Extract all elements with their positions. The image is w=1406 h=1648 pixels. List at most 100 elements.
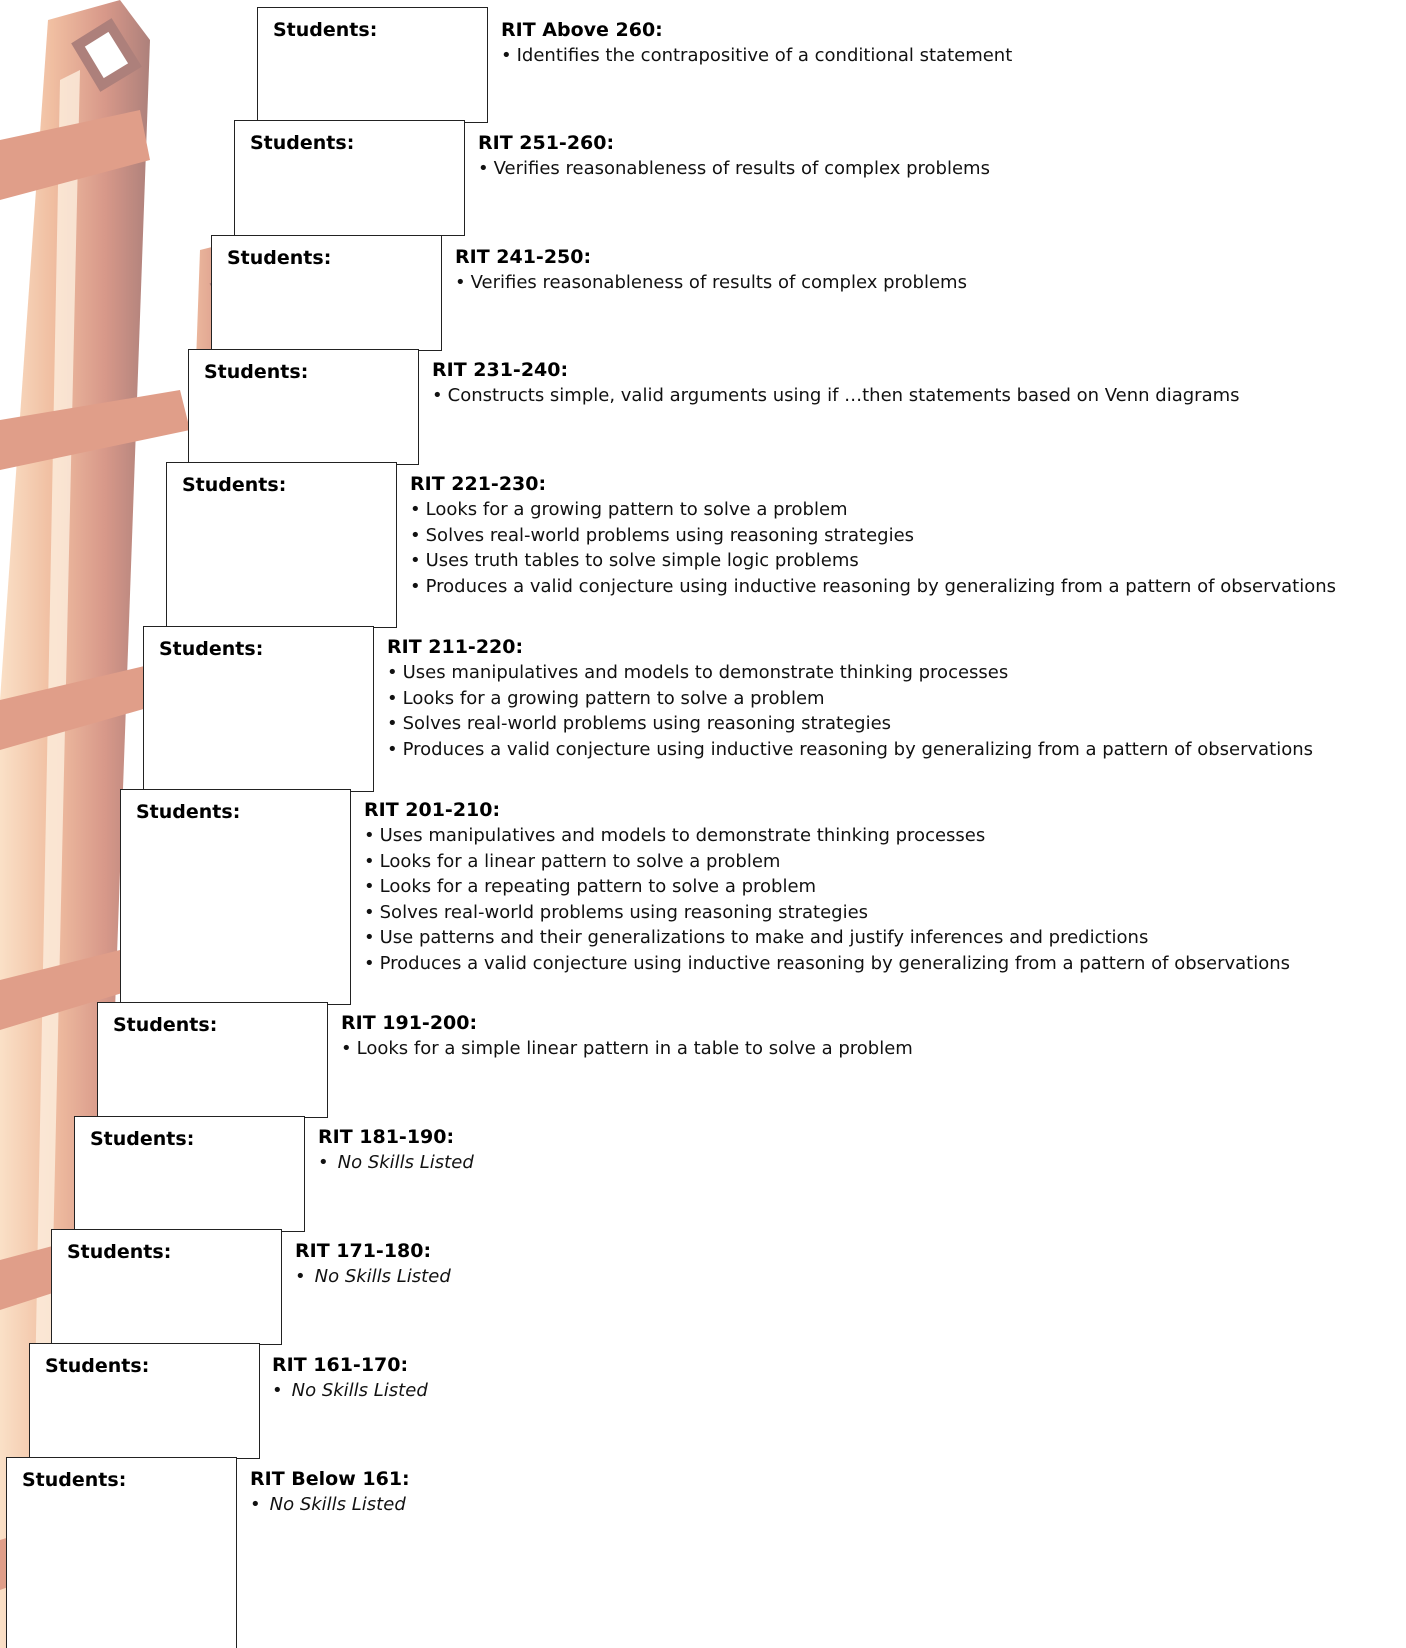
skill-text: Solves real-world problems using reasoni… bbox=[379, 901, 869, 923]
student-box: Students: bbox=[143, 626, 374, 792]
skill-text: Solves real-world problems using reasoni… bbox=[425, 524, 915, 546]
skill-list: •Uses manipulatives and models to demons… bbox=[364, 823, 1290, 977]
skill-item: •Solves real-world problems using reason… bbox=[387, 711, 1313, 737]
bullet-icon: • bbox=[318, 1152, 329, 1173]
skill-list: • No Skills Listed bbox=[318, 1150, 474, 1176]
skill-item: •Looks for a growing pattern to solve a … bbox=[410, 497, 1336, 523]
skill-list: •No Skills Listed bbox=[250, 1492, 410, 1518]
bullet-icon: • bbox=[501, 45, 512, 66]
student-box: Students: bbox=[97, 1002, 328, 1118]
rit-range-heading: RIT 181-190: bbox=[318, 1126, 455, 1148]
student-box: Students: bbox=[166, 462, 397, 628]
skill-text: Solves real-world problems using reasoni… bbox=[402, 713, 892, 735]
skill-text: Use patterns and their generalizations t… bbox=[379, 927, 1149, 949]
student-box: Students: bbox=[234, 120, 465, 236]
bullet-icon: • bbox=[250, 1494, 261, 1515]
students-label: Students: bbox=[250, 132, 355, 154]
bullet-icon: • bbox=[387, 687, 398, 709]
rit-skill-block: RIT Above 260:•Identifies the contraposi… bbox=[501, 18, 1012, 69]
student-box: Students: bbox=[257, 7, 488, 123]
students-label: Students: bbox=[182, 474, 287, 496]
rit-skill-block: RIT 191-200:•Looks for a simple linear p… bbox=[341, 1011, 913, 1062]
skill-text: Verifies reasonableness of results of co… bbox=[493, 158, 990, 179]
bullet-icon: • bbox=[432, 385, 443, 406]
rit-range-heading: RIT 231-240: bbox=[432, 359, 569, 381]
bullet-icon: • bbox=[295, 1266, 306, 1287]
skill-text: Looks for a growing pattern to solve a p… bbox=[425, 499, 848, 520]
rit-skill-block: RIT 241-250:•Verifies reasonableness of … bbox=[455, 245, 967, 296]
bullet-icon: • bbox=[410, 499, 421, 520]
student-box: Students: bbox=[51, 1229, 282, 1345]
bullet-icon: • bbox=[410, 524, 421, 546]
skill-list: • No Skills Listed bbox=[295, 1264, 451, 1290]
students-label: Students: bbox=[227, 247, 332, 269]
skill-item: •Uses manipulatives and models to demons… bbox=[364, 823, 1290, 849]
bullet-icon: • bbox=[387, 738, 398, 760]
rit-range-heading: RIT 211-220: bbox=[387, 636, 524, 658]
skill-item: •Uses truth tables to solve simple logic… bbox=[410, 548, 1336, 574]
skill-list: •Looks for a growing pattern to solve a … bbox=[410, 497, 1336, 599]
skill-text: No Skills Listed bbox=[337, 1152, 474, 1173]
students-label: Students: bbox=[45, 1355, 150, 1377]
bullet-icon: • bbox=[364, 927, 375, 949]
students-label: Students: bbox=[113, 1014, 218, 1036]
bullet-icon: • bbox=[478, 158, 489, 179]
rit-skill-block: RIT 211-220:•Uses manipulatives and mode… bbox=[387, 635, 1313, 762]
skill-item: •Verifies reasonableness of results of c… bbox=[478, 156, 990, 182]
students-label: Students: bbox=[136, 801, 241, 823]
skill-item: •Identifies the contrapositive of a cond… bbox=[501, 43, 1012, 69]
skill-text: Produces a valid conjecture using induct… bbox=[425, 575, 1337, 597]
rit-range-heading: RIT 251-260: bbox=[478, 132, 615, 154]
skill-item: •Produces a valid conjecture using induc… bbox=[364, 951, 1290, 977]
skill-item: •No Skills Listed bbox=[250, 1492, 410, 1518]
bullet-icon: • bbox=[272, 1380, 283, 1401]
student-box: Students: bbox=[188, 349, 419, 465]
skill-item: •No Skills Listed bbox=[272, 1378, 428, 1404]
skill-item: •Solves real-world problems using reason… bbox=[364, 900, 1290, 926]
rit-skill-block: RIT 181-190: • No Skills Listed bbox=[318, 1125, 474, 1176]
skill-list: •Verifies reasonableness of results of c… bbox=[455, 270, 967, 296]
rit-range-heading: RIT Below 161: bbox=[250, 1468, 410, 1490]
skill-item: •Constructs simple, valid arguments usin… bbox=[432, 383, 1240, 409]
skill-text: Uses manipulatives and models to demonst… bbox=[379, 825, 986, 846]
skill-list: •Uses manipulatives and models to demons… bbox=[387, 660, 1313, 762]
skill-text: Verifies reasonableness of results of co… bbox=[470, 272, 967, 293]
bullet-icon: • bbox=[364, 825, 375, 846]
skill-list: •No Skills Listed bbox=[272, 1378, 428, 1404]
rit-range-heading: RIT 191-200: bbox=[341, 1012, 478, 1034]
skill-item: •Looks for a growing pattern to solve a … bbox=[387, 686, 1313, 712]
rit-skill-block: RIT Below 161:•No Skills Listed bbox=[250, 1467, 410, 1518]
skill-item: • No Skills Listed bbox=[295, 1264, 451, 1290]
rit-skill-block: RIT 221-230:•Looks for a growing pattern… bbox=[410, 472, 1336, 599]
rit-skill-block: RIT 171-180:•No Skills Listed bbox=[295, 1239, 451, 1290]
students-label: Students: bbox=[22, 1469, 127, 1491]
ladder-rung bbox=[0, 390, 190, 470]
skill-item: •Verifies reasonableness of results of c… bbox=[455, 270, 967, 296]
skill-text: Identifies the contrapositive of a condi… bbox=[516, 45, 1013, 66]
skill-text: Produces a valid conjecture using induct… bbox=[379, 952, 1291, 974]
student-box: Students: bbox=[74, 1116, 305, 1232]
skill-text: Looks for a repeating pattern to solve a… bbox=[379, 876, 817, 898]
bullet-icon: • bbox=[364, 901, 375, 923]
students-label: Students: bbox=[67, 1241, 172, 1263]
students-label: Students: bbox=[204, 361, 309, 383]
bullet-icon: • bbox=[364, 876, 375, 898]
skill-item: •Produces a valid conjecture using induc… bbox=[410, 574, 1336, 600]
rit-skill-block: RIT 231-240:•Constructs simple, valid ar… bbox=[432, 358, 1240, 409]
skill-text: Produces a valid conjecture using induct… bbox=[402, 738, 1314, 760]
rit-range-heading: RIT 201-210: bbox=[364, 799, 501, 821]
student-box: Students: bbox=[6, 1457, 237, 1648]
skill-list: •Identifies the contrapositive of a cond… bbox=[501, 43, 1012, 69]
skill-item: •Looks for a linear pattern to solve a p… bbox=[364, 849, 1290, 875]
skill-text: Looks for a linear pattern to solve a pr… bbox=[379, 850, 781, 872]
rit-skill-block: RIT 201-210:•Uses manipulatives and mode… bbox=[364, 798, 1290, 977]
skill-item: •Use patterns and their generalizations … bbox=[364, 925, 1290, 951]
skill-list: •Verifies reasonableness of results of c… bbox=[478, 156, 990, 182]
rit-range-heading: RIT Above 260: bbox=[501, 19, 663, 41]
skill-item: •Uses manipulatives and models to demons… bbox=[387, 660, 1313, 686]
skill-text: No Skills Listed bbox=[314, 1266, 451, 1287]
ladder-rung bbox=[0, 660, 175, 750]
skill-text: Uses truth tables to solve simple logic … bbox=[425, 550, 859, 572]
ladder-top-square bbox=[71, 18, 142, 92]
